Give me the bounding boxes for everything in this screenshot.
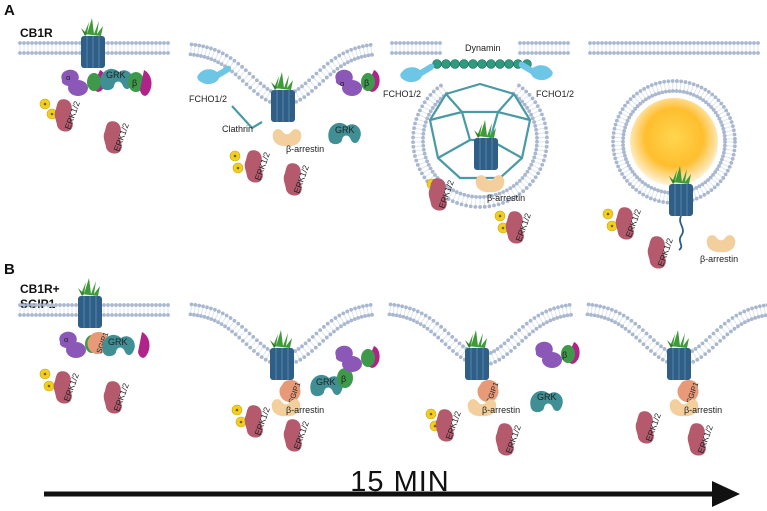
phospho-b3a	[425, 408, 437, 420]
phospho-b2a	[231, 404, 243, 416]
clathrin-label-a2: Clathrin	[222, 124, 253, 134]
grk-label-b3: GRK	[537, 392, 557, 402]
panel-a-stage-1: α GRK β ERK1/2 ERK1/2	[39, 17, 152, 154]
grk-label-a1: GRK	[106, 70, 126, 80]
panel-a-letter: A	[4, 2, 15, 19]
galpha-label-a2: α	[340, 79, 345, 88]
gbeta-label-a2: β	[364, 78, 369, 88]
dynamin-ring	[432, 59, 532, 69]
cb1r-receptor-b1	[77, 277, 103, 329]
arrestin-label-a2: β-arrestin	[286, 144, 324, 154]
phospho-a2a	[229, 150, 241, 162]
phospho-a3c	[494, 210, 506, 222]
gbeta-label-b3: β	[562, 350, 567, 360]
vesicle-lumen	[630, 98, 718, 186]
grk-label-b1: GRK	[108, 337, 128, 347]
panel-b-condition-line1: CB1R+	[20, 282, 60, 296]
timeline-arrow	[44, 481, 740, 507]
arrestin-label-b3: β-arrestin	[482, 405, 520, 415]
gbeta-label-a1: β	[132, 78, 137, 88]
timeline-label: 15 MIN	[350, 466, 449, 498]
panel-b-stage-1: α SGIP1 GRK ERK1/2 ERK1/2	[39, 277, 150, 414]
phospho-b2b	[235, 416, 247, 428]
fcho-a3a	[400, 63, 435, 83]
panel-b-condition-line2: SGIP1	[20, 297, 56, 311]
arrestin-label-b2: β-arrestin	[286, 405, 324, 415]
phospho-b1b	[43, 380, 55, 392]
dynamin-label: Dynamin	[465, 43, 501, 53]
arrestin-a4	[706, 235, 736, 253]
cb1r-receptor-a2	[270, 71, 296, 123]
phospho-a4a	[602, 208, 614, 220]
membranes	[18, 41, 767, 367]
arrestin-label-b4: β-arrestin	[684, 405, 722, 415]
panel-b-stage-2: SGIP1 β-arrestin GRK β ERK1/2 ERK1/2	[231, 329, 380, 452]
fcho-a2	[197, 65, 232, 85]
gbeta-b2	[337, 368, 353, 388]
gbeta-label-b2: β	[341, 374, 346, 384]
phospho-a4b	[606, 220, 618, 232]
galpha-label-a1: α	[66, 73, 71, 82]
cb1r-receptor-b3	[464, 329, 490, 381]
panel-a-stage-2: FCHO1/2 Clathrin β-arrestin α β GRK ERK1…	[189, 65, 380, 196]
fcho-a3b	[518, 61, 553, 81]
grk-label-b2: GRK	[316, 377, 336, 387]
phospho-b1a	[39, 368, 51, 380]
fcho-label-a3a: FCHO1/2	[383, 89, 421, 99]
galpha-label-b1: α	[64, 335, 69, 344]
panel-a-stage-4: β-arrestin ERK1/2 ERK1/2	[602, 98, 738, 269]
fcho-label-a2: FCHO1/2	[189, 94, 227, 104]
cb1r-receptor-b2	[269, 329, 295, 381]
ggamma-b1	[138, 332, 150, 358]
gbeta-a1	[128, 72, 144, 92]
g-protein-b3	[535, 341, 580, 368]
panel-b-letter: B	[4, 261, 15, 278]
panel-a-condition: CB1R	[20, 26, 53, 40]
phospho-a1a	[39, 98, 51, 110]
grk-label-a2: GRK	[335, 125, 355, 135]
arrestin-label-a4: β-arrestin	[700, 254, 738, 264]
clathrin-a2	[231, 105, 263, 130]
cb1r-receptor-a1	[80, 17, 106, 69]
phospho-a2b	[232, 162, 244, 174]
cb1r-receptor-b4	[666, 329, 692, 381]
g-protein-b2	[335, 345, 380, 372]
fcho-label-a3b: FCHO1/2	[536, 89, 574, 99]
ggamma-a1	[140, 70, 152, 96]
arrestin-label-a3: β-arrestin	[487, 193, 525, 203]
receptor-tail-a4	[678, 215, 684, 251]
